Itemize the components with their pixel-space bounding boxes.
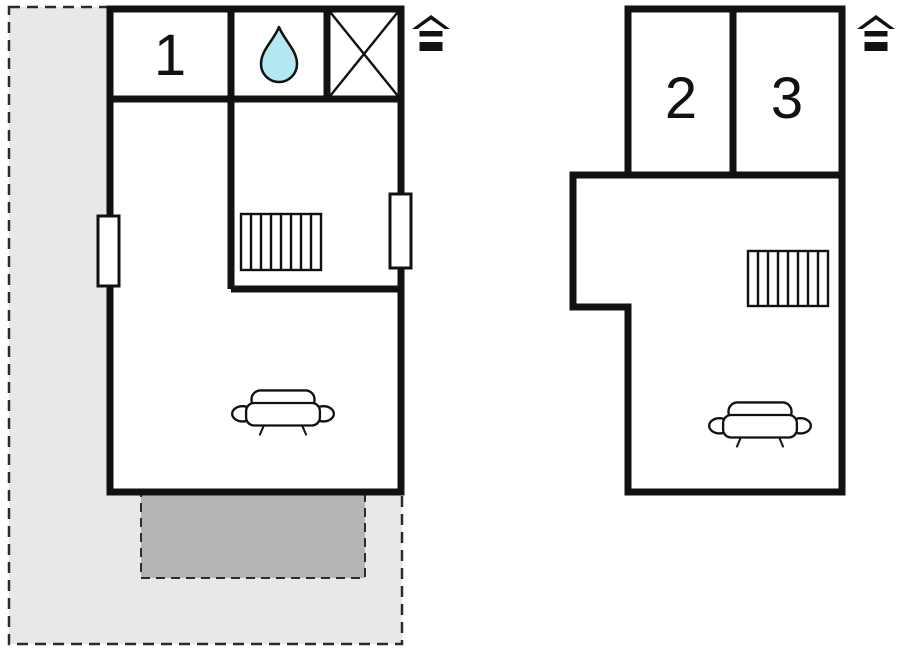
- house-roof: [412, 15, 450, 29]
- interior-walls-upper: [573, 9, 842, 179]
- stairs-icon: [239, 212, 323, 272]
- sofa-icon-upper: [707, 401, 813, 448]
- interior-walls: [110, 9, 401, 293]
- house-icon-ground: [412, 15, 450, 51]
- stair-steps-upper: [756, 251, 820, 306]
- sofa-icon: [230, 389, 336, 436]
- room-label-2: 2: [665, 66, 697, 131]
- room-label-3: 3: [771, 66, 803, 131]
- room-label-1: 1: [154, 23, 186, 88]
- window-icon-left: [96, 214, 121, 288]
- skylight-cross-icon: [329, 11, 399, 97]
- window-icon-right: [388, 192, 413, 270]
- plan-ground-floor: 1: [7, 5, 450, 646]
- patio-area: [140, 491, 366, 579]
- house-stripe: [419, 36, 443, 42]
- water-drop-icon: [259, 25, 299, 84]
- house-icon-upper: [857, 15, 895, 51]
- house-roof: [857, 15, 895, 29]
- stair-steps: [249, 214, 313, 270]
- house-stripe: [864, 36, 888, 42]
- stairs-icon-upper: [746, 249, 830, 308]
- plan-upper-floor: 2 3: [569, 5, 895, 496]
